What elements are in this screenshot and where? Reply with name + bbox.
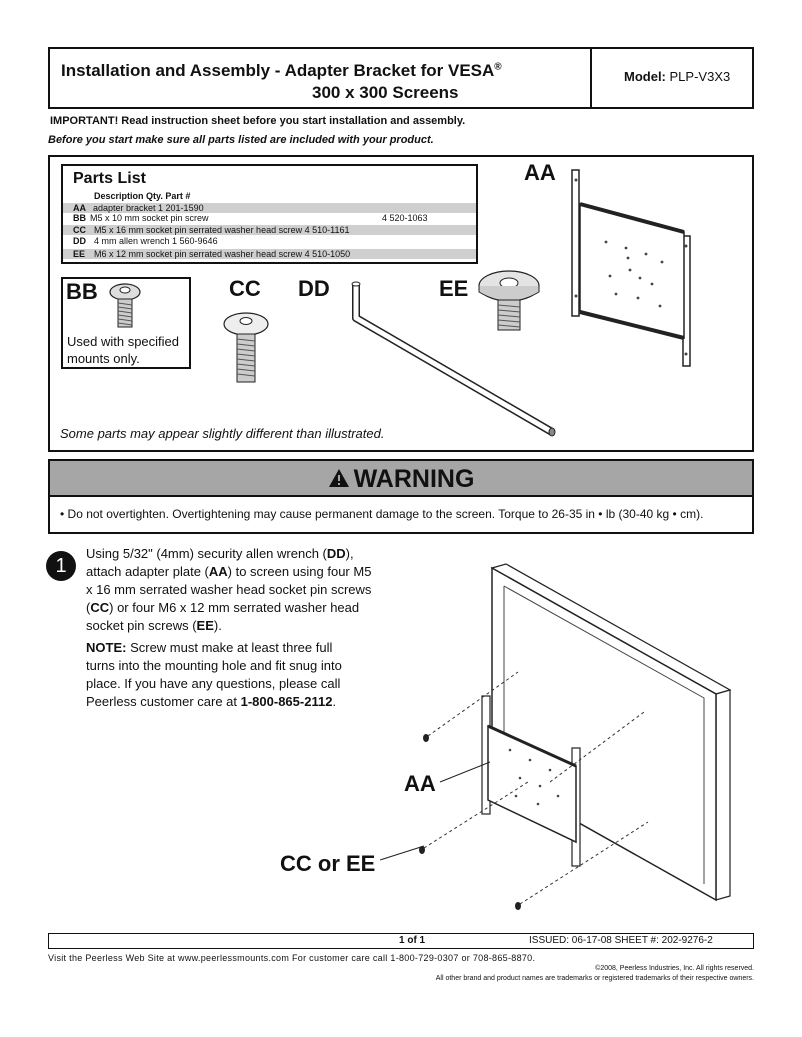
part-code: BB: [73, 213, 86, 223]
parts-list-header: Description Qty. Part #: [94, 191, 191, 201]
table-row: DD 4 mm allen wrench 1 560-9646: [63, 236, 476, 246]
note-text: Screw must make at least three full turn…: [86, 640, 342, 709]
step-text: ) or four M6 x 12 mm serrated washer hea…: [86, 600, 360, 633]
footer-bar: 1 of 1 ISSUED: 06-17-08 SHEET #: 202-927…: [48, 933, 754, 949]
before-notice: Before you start make sure all parts lis…: [48, 134, 434, 146]
part-code: AA: [73, 203, 86, 213]
step-text: Using 5/32" (4mm) security allen wrench …: [86, 546, 327, 561]
step-ref-cc: CC: [90, 600, 110, 615]
ee-screw-illustration: [478, 270, 540, 331]
step-ref-aa: AA: [208, 564, 228, 579]
warning-title: WARNING: [353, 465, 475, 493]
model-label: Model:: [624, 69, 666, 84]
document-title: Installation and Assembly - Adapter Brac…: [50, 49, 592, 107]
installation-diagram: [380, 563, 732, 910]
diagram-label-cc-or-ee: CC or EE: [280, 851, 376, 876]
bb-usage-note: Used with specified mounts only.: [67, 334, 179, 366]
parts-list-title: Parts List: [73, 170, 146, 187]
table-row: EE M6 x 12 mm socket pin serrated washer …: [63, 249, 476, 259]
step-ref-ee: EE: [196, 618, 214, 633]
part-desc: M5 x 16 mm socket pin serrated washer he…: [94, 225, 350, 235]
part-desc: 4 mm allen wrench 1 560-9646: [94, 236, 218, 246]
part-label-ee: EE: [439, 276, 469, 301]
part-code: CC: [73, 225, 86, 235]
website-line: Visit the Peerless Web Site at www.peerl…: [48, 953, 536, 963]
step-text: ).: [213, 618, 222, 633]
warning-text: • Do not overtighten. Overtightening may…: [60, 507, 704, 521]
illustration-disclaimer: Some parts may appear slightly different…: [60, 426, 385, 441]
part-code: EE: [73, 249, 86, 259]
part-label-cc: CC: [229, 276, 261, 301]
part-code: DD: [73, 236, 86, 246]
table-row: BB M5 x 10 mm socket pin screw 4 520-1063: [63, 213, 476, 223]
diagram-label-aa: AA: [404, 771, 436, 796]
model-value: PLP-V3X3: [669, 69, 731, 84]
warning-body: • Do not overtighten. Overtightening may…: [48, 496, 754, 534]
allen-wrench-illustration: [351, 281, 556, 437]
part-label-bb: BB: [66, 279, 98, 304]
bb-screw-illustration: [109, 283, 141, 328]
note-end: .: [332, 694, 337, 709]
step-text: ), attach adapter plate (: [86, 546, 354, 579]
parts-section: [48, 155, 754, 452]
copyright: ©2008, Peerless Industries, Inc. All rig…: [595, 965, 754, 972]
adapter-bracket-illustration: [571, 169, 691, 367]
page-number: 1 of 1: [399, 935, 426, 946]
important-notice: IMPORTANT! Read instruction sheet before…: [50, 115, 466, 127]
step-note: NOTE: Screw must make at least three ful…: [86, 639, 356, 711]
table-row: AA adapter bracket 1 201-1590: [63, 203, 476, 213]
trademark-notice: All other brand and product names are tr…: [435, 975, 754, 982]
title-line2: 300 x 300 Screens: [312, 83, 459, 102]
model-number: Model: PLP-V3X3: [624, 69, 730, 84]
warning-icon: [328, 466, 350, 495]
cc-screw-illustration: [223, 312, 269, 383]
step-ref-dd: DD: [326, 546, 346, 561]
step-number: 1: [46, 551, 76, 581]
bb-part-box: [61, 277, 191, 369]
part-desc: adapter bracket 1 201-1590: [93, 203, 204, 213]
part-desc: M5 x 10 mm socket pin screw: [90, 213, 209, 223]
step-text: ) to screen using four M5 x 16 mm serrat…: [86, 564, 372, 615]
warning-banner: WARNING: [48, 459, 754, 497]
title-block: Installation and Assembly - Adapter Brac…: [48, 47, 754, 109]
parts-list-table: Parts List Description Qty. Part # AA ada…: [61, 164, 478, 264]
table-row: CC M5 x 16 mm socket pin serrated washer …: [63, 225, 476, 235]
issue-info: ISSUED: 06-17-08 SHEET #: 202-9276-2: [529, 935, 713, 946]
step-instructions: Using 5/32" (4mm) security allen wrench …: [86, 545, 376, 635]
title-line1: Installation and Assembly - Adapter Brac…: [61, 61, 495, 80]
part-desc: M6 x 12 mm socket pin serrated washer he…: [94, 249, 351, 259]
part-label-aa: AA: [524, 160, 556, 185]
registered-mark: ®: [494, 61, 502, 73]
customer-care-phone: 1-800-865-2112: [240, 694, 333, 709]
part-number: 4 520-1063: [382, 213, 428, 223]
note-label: NOTE:: [86, 640, 127, 655]
part-label-dd: DD: [298, 276, 330, 301]
